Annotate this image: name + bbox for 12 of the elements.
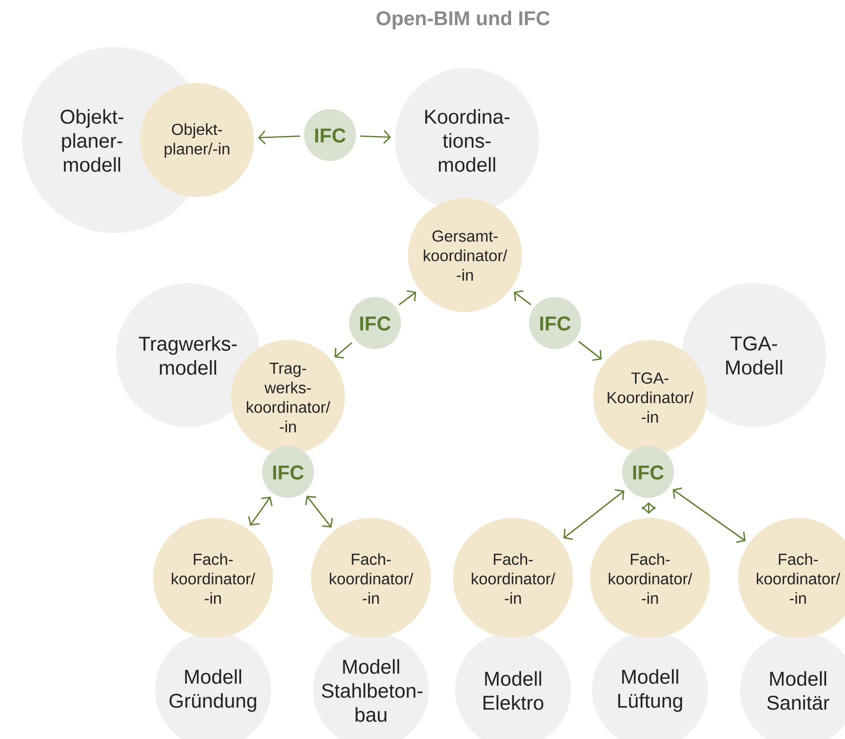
arrow (360, 130, 391, 144)
arrow (578, 341, 602, 361)
arrow (514, 290, 532, 306)
arrow (564, 489, 624, 540)
arrow (672, 487, 746, 543)
arrow (334, 342, 352, 358)
arrow (642, 502, 656, 514)
arrow (398, 290, 416, 306)
title: Open-BIM und IFC (376, 10, 550, 30)
arrow (305, 496, 333, 528)
arrow (248, 496, 273, 526)
arrow (258, 130, 300, 144)
